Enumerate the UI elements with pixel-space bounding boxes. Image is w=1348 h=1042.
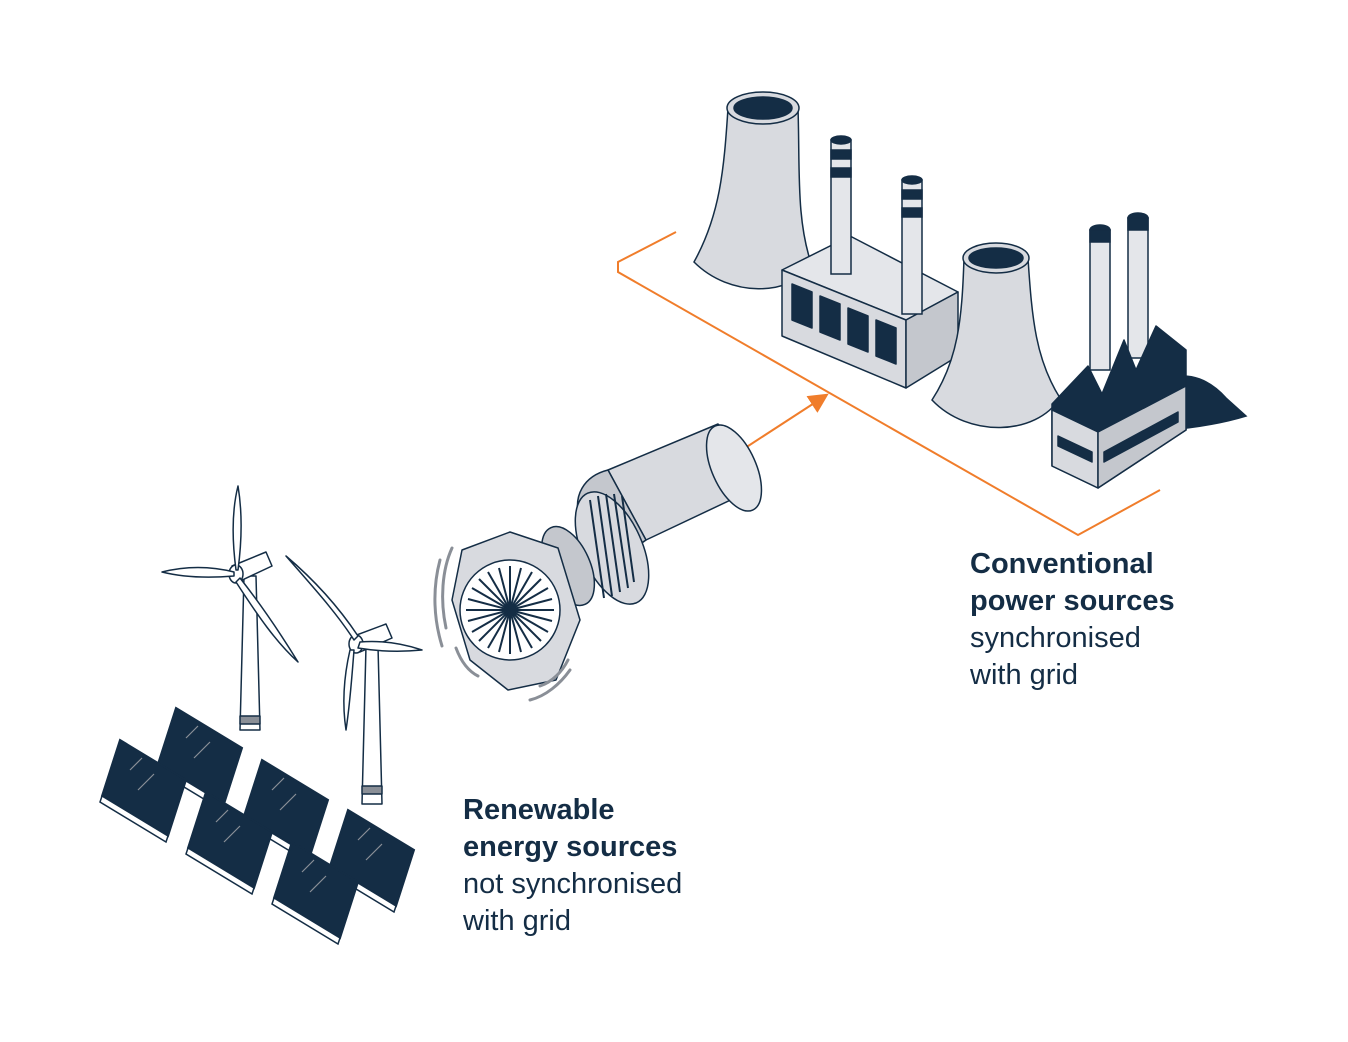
factory-icon <box>1051 325 1187 489</box>
generator-icon <box>433 423 763 702</box>
cooling-tower-icon <box>931 242 1061 429</box>
chimney-icon <box>901 175 923 315</box>
conventional-subtitle-line2: with grid <box>970 659 1078 691</box>
chimney-icon <box>1127 212 1149 359</box>
arrow-icon <box>741 393 829 451</box>
solar-panel-glint <box>301 859 327 893</box>
chimney-icon <box>830 135 852 275</box>
power-hall-icon <box>781 235 959 389</box>
wind-turbine-icon <box>161 485 299 731</box>
renewable-title-line2: energy sources <box>463 831 678 863</box>
solar-panel-glint <box>129 757 155 791</box>
renewable-title-line1: Renewable <box>463 794 615 826</box>
wind-turbine-icon <box>285 555 423 805</box>
chimney-icon <box>1089 224 1111 371</box>
renewable-subtitle-line2: with grid <box>463 905 571 937</box>
conventional-bracket <box>617 231 1161 537</box>
conventional-title-line1: Conventional <box>970 548 1154 580</box>
solar-panel-glint <box>357 827 383 861</box>
conventional-subtitle-line1: synchronised <box>970 622 1141 654</box>
solar-panel-glint <box>271 777 297 811</box>
cooling-tower-icon <box>693 91 813 290</box>
solar-panel-array <box>99 706 416 946</box>
caption-renewable: Renewable energy sources not synchronise… <box>463 792 763 940</box>
solar-panel-edge <box>271 896 341 946</box>
solar-panel-edge <box>99 794 169 844</box>
conventional-title-line2: power sources <box>970 585 1175 617</box>
solar-panel-glint <box>215 809 241 843</box>
solar-panel-edge <box>185 846 255 896</box>
solar-panel-glint <box>185 725 211 759</box>
renewable-subtitle-line1: not synchronised <box>463 868 683 900</box>
caption-conventional: Conventional power sources synchronised … <box>970 546 1270 694</box>
